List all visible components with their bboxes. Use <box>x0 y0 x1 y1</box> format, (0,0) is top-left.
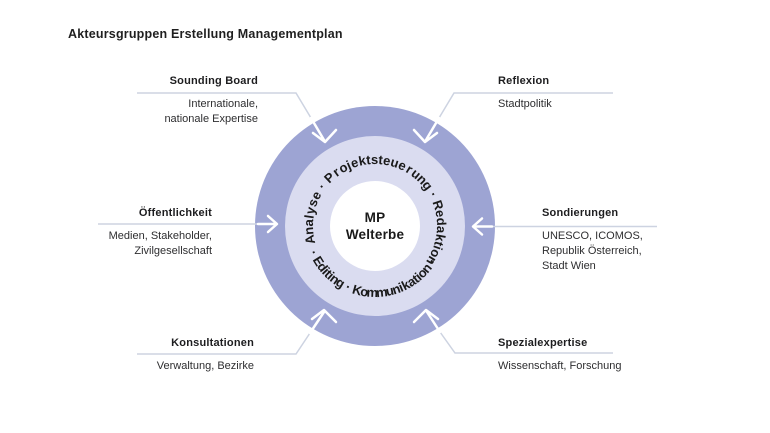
ring-char: i <box>430 244 445 252</box>
ring-char: a <box>301 218 316 227</box>
actor-group-konsultationen: Konsultationen Verwaltung, Bezirke <box>96 337 254 374</box>
actor-group-sondierungen-title: Sondierungen <box>542 207 619 219</box>
connector-line-reflexion <box>438 92 613 119</box>
actor-group-spezialexpertise-title: Spezialexpertise <box>498 337 588 349</box>
connector-line-konsultationen <box>137 332 311 355</box>
ring-char: l <box>301 214 316 220</box>
actor-group-konsultationen-detail: Verwaltung, Bezirke <box>156 360 254 372</box>
actor-group-oeffentlichkeit-detail: Medien, Stakeholder, Zivilgesellschaft <box>108 230 212 257</box>
ring-char: t <box>431 240 447 249</box>
actor-group-reflexion-title: Reflexion <box>498 75 550 87</box>
connector-line-sounding-board <box>137 92 312 119</box>
actor-group-spezialexpertise-detail: Wissenschaft, Forschung <box>498 360 622 372</box>
arrow-heads <box>256 116 494 335</box>
arrow-spezialexpertise-icon <box>412 308 442 334</box>
actor-group-spezialexpertise: Spezialexpertise Wissenschaft, Forschung <box>498 337 668 374</box>
actor-group-sounding-board-detail: Internationale, nationale Expertise <box>164 98 258 125</box>
center-label-line1: MP <box>364 210 386 225</box>
arrow-sounding-board-icon <box>309 116 338 144</box>
ring-char: e <box>382 153 392 169</box>
arrow-oeffentlichkeit-icon <box>256 214 279 234</box>
center-label-line2: Welterbe <box>345 227 405 242</box>
center-label: MP Welterbe <box>315 209 435 243</box>
actor-group-oeffentlichkeit-title: Öffentlichkeit <box>138 207 212 219</box>
ring-char: t <box>365 152 371 167</box>
ring-char: n <box>301 226 317 235</box>
actor-group-reflexion: Reflexion Stadtpolitik <box>498 75 658 112</box>
ring-char: t <box>378 152 384 167</box>
arrow-sondierungen-icon <box>471 217 494 236</box>
actor-group-reflexion-detail: Stadtpolitik <box>498 98 552 110</box>
ring-char: d <box>434 217 449 226</box>
ring-char: k <box>357 152 368 168</box>
arrow-konsultationen-icon <box>308 308 338 335</box>
ring-char: j <box>343 157 353 173</box>
ring-char: A <box>301 233 318 246</box>
actor-group-konsultationen-title: Konsultationen <box>171 337 254 349</box>
ring-char: · <box>306 248 321 258</box>
ring-char: a <box>434 226 449 235</box>
ring-char: e <box>349 154 361 171</box>
ring-char: u <box>384 283 395 299</box>
ring-char: · <box>343 279 353 294</box>
ring-char: i <box>396 280 405 295</box>
actor-group-sondierungen-detail: UNESCO, ICOMOS, Republik Österreich, Sta… <box>542 230 643 272</box>
actor-group-sondierungen: Sondierungen UNESCO, ICOMOS, Republik Ös… <box>542 207 702 274</box>
ring-char: · <box>426 189 441 200</box>
actor-group-oeffentlichkeit: Öffentlichkeit Medien, Stakeholder, Zivi… <box>60 207 212 259</box>
ring-char: e <box>432 208 448 218</box>
ring-char: m <box>366 285 378 300</box>
ring-char: k <box>432 233 448 244</box>
ring-char: s <box>371 152 378 167</box>
actor-group-sounding-board: Sounding Board Internationale, nationale… <box>100 75 258 127</box>
ring-char: · <box>424 255 439 267</box>
connector-line-spezialexpertise <box>439 331 613 354</box>
arrow-reflexion-icon <box>412 116 441 144</box>
actor-group-sounding-board-title: Sounding Board <box>169 75 258 87</box>
page-title: Akteursgruppen Erstellung Managementplan <box>68 27 343 41</box>
ring-char: m <box>375 284 388 300</box>
ring-char: y <box>302 205 318 216</box>
ring-char: o <box>359 284 369 300</box>
connector-lines <box>98 92 657 355</box>
center-circle <box>330 181 420 271</box>
